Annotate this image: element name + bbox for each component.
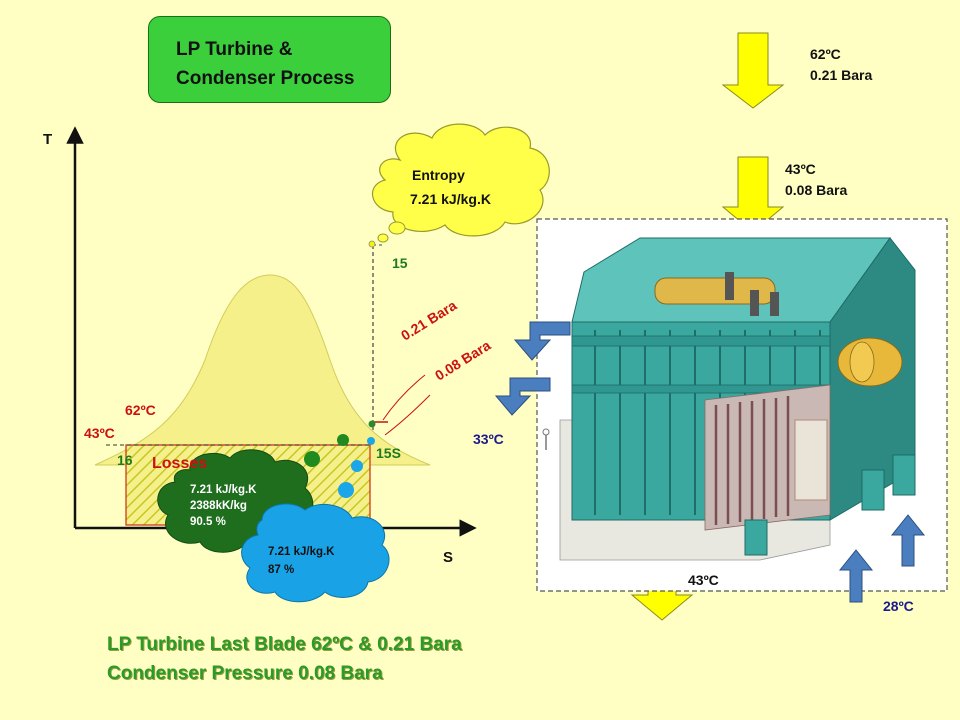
point-15-label: 15 bbox=[392, 255, 408, 271]
inlet-top-label: 62ºC 0.21 Bara bbox=[810, 44, 872, 86]
temp-43-label: 43ºC bbox=[84, 425, 115, 441]
point-15s-dot bbox=[367, 437, 375, 445]
saturation-dome bbox=[94, 274, 431, 466]
green-cloud-line-3: 90.5 % bbox=[190, 516, 226, 528]
blue-cloud-line-2: 87 % bbox=[268, 564, 295, 576]
y-axis-label: T bbox=[43, 131, 53, 148]
blue-cloud-text: 7.21 kJ/kg.K 87 % bbox=[268, 543, 334, 579]
inlet-top-arrow bbox=[721, 32, 785, 109]
temp-62-label: 62ºC bbox=[125, 402, 156, 418]
inlet-top-temp: 62ºC bbox=[810, 46, 841, 62]
x-axis-label: S bbox=[443, 549, 454, 566]
state-dot-3 bbox=[351, 460, 363, 472]
pointer-008 bbox=[384, 394, 431, 436]
title-box: LP Turbine & Condenser Process bbox=[148, 16, 391, 103]
cooling-out-arrow-2 bbox=[494, 377, 551, 416]
caption-line-1: LP Turbine Last Blade 62ºC & 0.21 Bara bbox=[107, 634, 462, 655]
cooling-in-arrow-1 bbox=[838, 549, 874, 603]
cooling-in-arrow-2 bbox=[890, 514, 926, 567]
condenser-unit bbox=[542, 237, 916, 561]
green-cloud-line-2: 2388kK/kg bbox=[190, 500, 247, 512]
green-cloud-line-1: 7.21 kJ/kg.K bbox=[190, 484, 257, 496]
entropy-value: 7.21 kJ/kg.K bbox=[410, 191, 491, 207]
condensate-temp: 43ºC bbox=[688, 572, 719, 588]
cooling-out-arrow-1 bbox=[513, 321, 571, 361]
state-dot-4 bbox=[338, 482, 354, 498]
entropy-label: Entropy bbox=[412, 167, 465, 183]
inlet-condenser-label: 43ºC 0.08 Bara bbox=[785, 159, 847, 201]
green-cloud-text: 7.21 kJ/kg.K 2388kK/kg 90.5 % bbox=[190, 482, 256, 530]
pointer-021 bbox=[382, 374, 426, 421]
blue-cloud-line-1: 7.21 kJ/kg.K bbox=[268, 546, 335, 558]
point-16-label: 16 bbox=[117, 452, 133, 468]
state-dot-1 bbox=[337, 434, 349, 446]
caption-line-2: Condenser Pressure 0.08 Bara bbox=[107, 663, 383, 684]
state-dot-2 bbox=[304, 451, 320, 467]
losses-label: Losses bbox=[152, 455, 208, 472]
inlet-condenser-temp: 43ºC bbox=[785, 161, 816, 177]
point-15-marker bbox=[368, 240, 376, 248]
cooling-in-temp: 28ºC bbox=[883, 598, 914, 614]
cooling-out-temp: 33ºC bbox=[473, 431, 504, 447]
inlet-condenser-pressure: 0.08 Bara bbox=[785, 182, 848, 198]
entropy-cloud bbox=[371, 123, 550, 243]
point-15-dot bbox=[368, 420, 376, 428]
blue-cloud bbox=[241, 503, 390, 603]
point-15s-label: 15S bbox=[376, 445, 401, 461]
title-line-2: Condenser Process bbox=[176, 68, 355, 89]
title-line-1: LP Turbine & bbox=[176, 39, 293, 60]
inlet-top-pressure: 0.21 Bara bbox=[810, 67, 873, 83]
